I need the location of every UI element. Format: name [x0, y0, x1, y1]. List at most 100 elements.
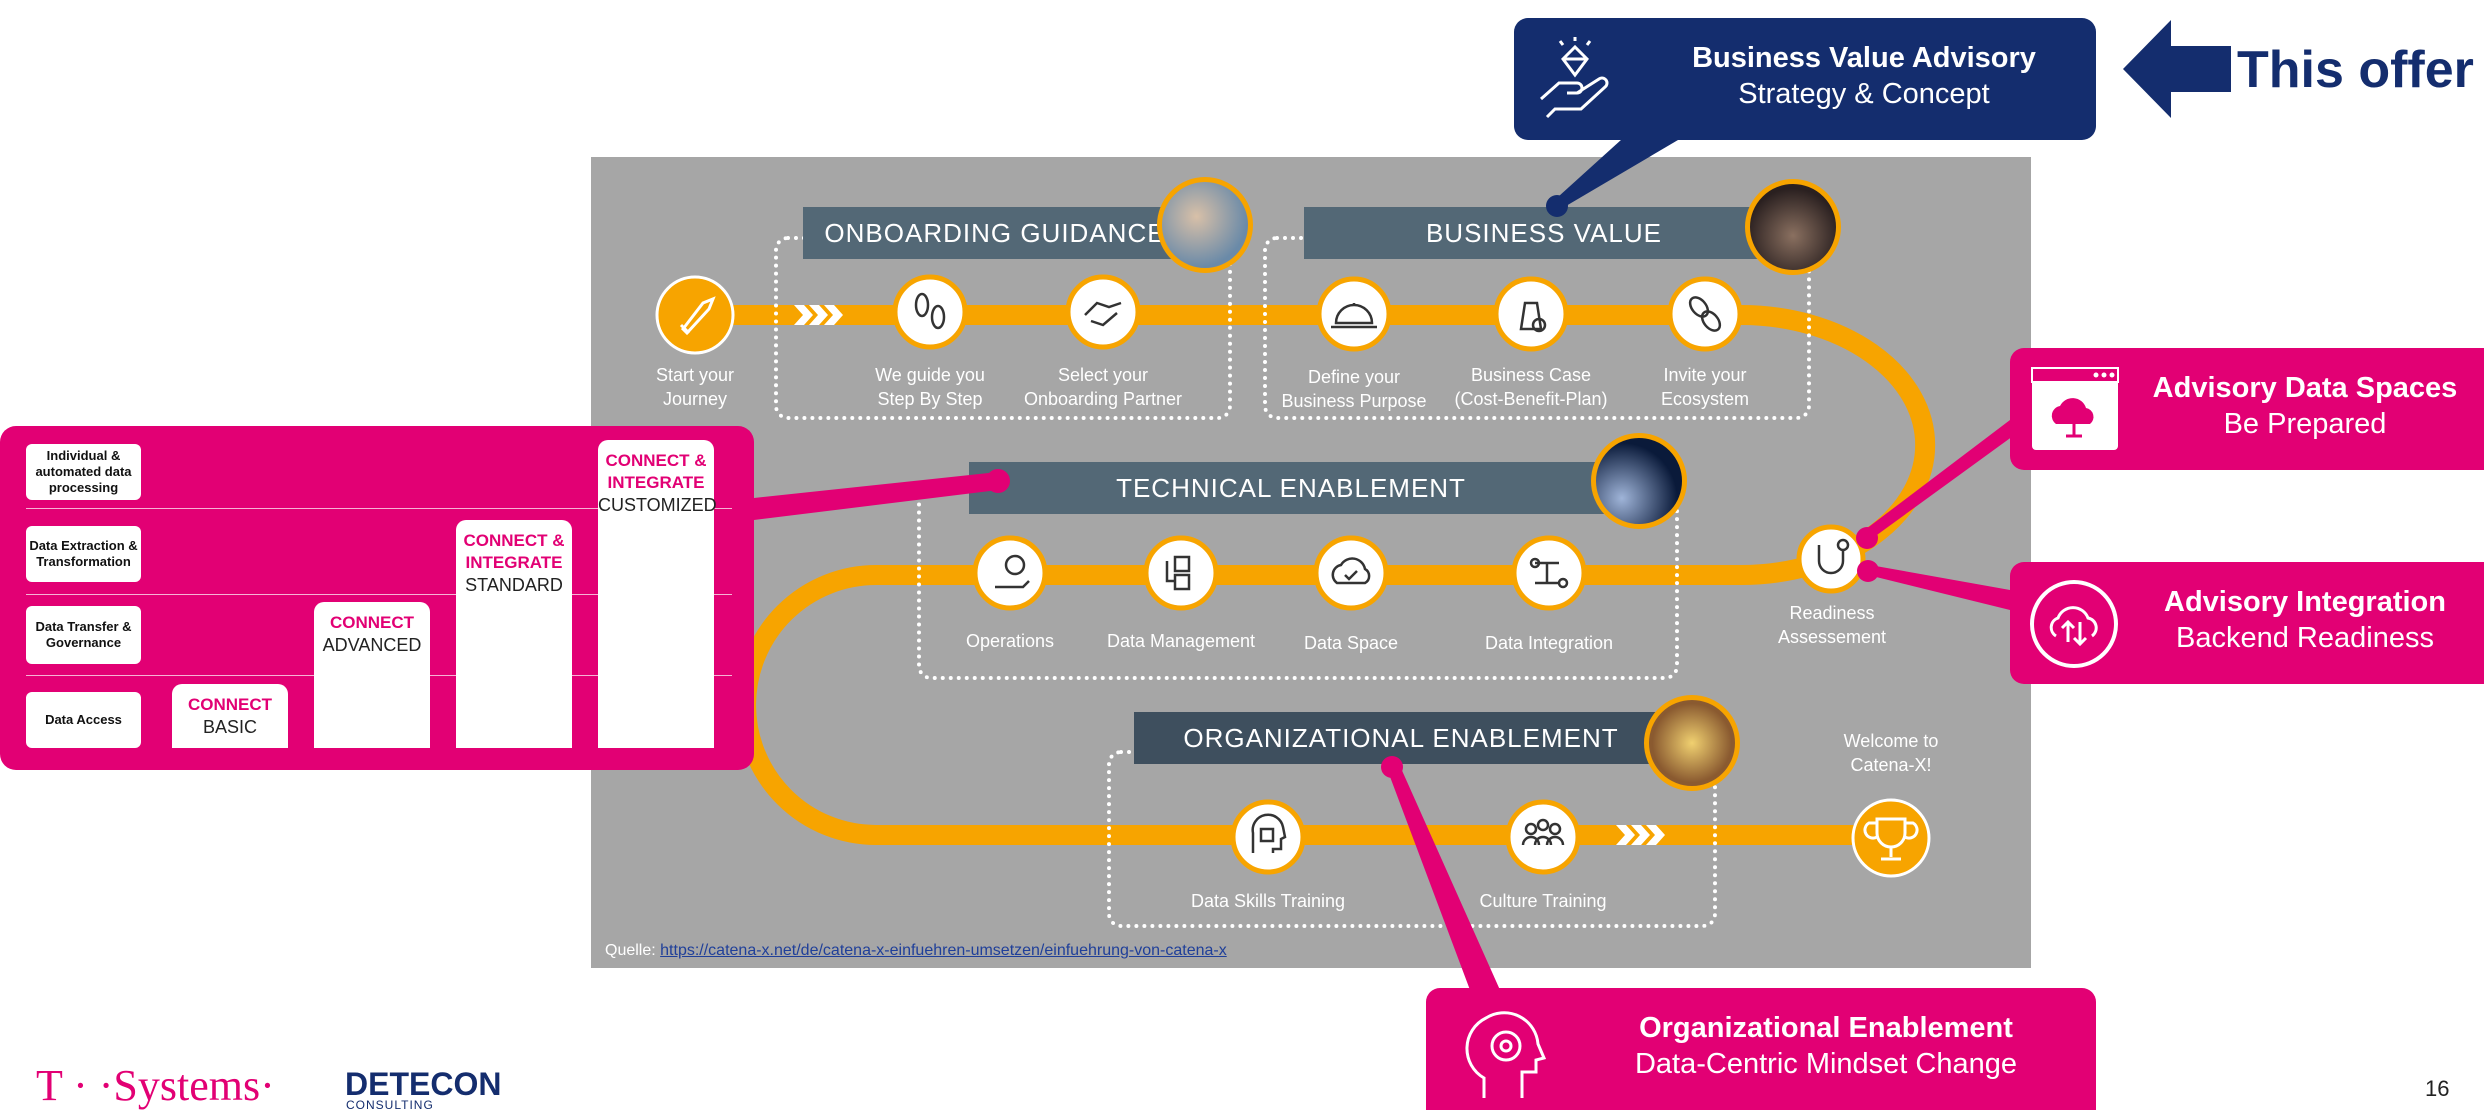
data-flow-icon	[1529, 557, 1569, 589]
gear-hand-icon	[995, 554, 1030, 589]
callout-subtitle: Data-Centric Mindset Change	[1634, 1048, 2017, 1080]
stop-guide	[892, 274, 968, 350]
section-technical-enablement: TECHNICAL ENABLEMENT	[969, 462, 1613, 514]
offer-label: This offer	[2237, 41, 2474, 99]
cloche-icon	[1331, 303, 1377, 329]
connector-business-value	[1548, 130, 1695, 206]
cloud-upload-download-icon	[2028, 578, 2120, 670]
label-data-space: Data Space	[1303, 633, 1399, 653]
arrow-left-icon	[2123, 20, 2231, 118]
label-welcome: Welcome to Catena-X!	[1843, 731, 1939, 775]
label-business-case: Business Case (Cost-Benefit-Plan)	[1454, 365, 1608, 409]
label-readiness-assessment: Readiness Assessement	[1777, 603, 1887, 647]
section-business-value: BUSINESS VALUE	[1304, 207, 1784, 259]
row-data-access: Data Access	[26, 692, 141, 748]
stair-title: CONNECT & INTEGRATE	[605, 451, 707, 492]
dot-organizational	[1381, 756, 1403, 778]
offer-pointer	[2123, 20, 2231, 123]
chess-knight-icon	[1519, 301, 1547, 333]
stair-title: CONNECT & INTEGRATE	[463, 531, 565, 572]
head-gear-icon	[1456, 1004, 1552, 1100]
stair-title: CONNECT	[187, 695, 273, 714]
stop-ecosystem	[1667, 276, 1743, 352]
row-data-extraction: Data Extraction & Transformation	[26, 526, 141, 582]
stop-partner	[1065, 274, 1141, 350]
row-divider	[26, 594, 732, 595]
callout-subtitle: Be Prepared	[2223, 408, 2387, 440]
dot-technical	[986, 469, 1010, 493]
section-organizational-enablement: ORGANIZATIONAL ENABLEMENT	[1134, 712, 1668, 764]
label-we-guide-you: We guide you Step By Step	[875, 365, 985, 409]
stop-data-integration	[1511, 535, 1587, 611]
chevrons-top	[794, 305, 843, 325]
stair-level: STANDARD	[465, 575, 563, 595]
label-data-integration: Data Integration	[1484, 633, 1614, 653]
stop-purpose	[1316, 276, 1392, 352]
group-people-icon	[1521, 818, 1565, 846]
callout-advisory-data-spaces: Advisory Data Spaces Be Prepared	[2010, 348, 2484, 470]
head-qr-icon	[1251, 813, 1287, 853]
stethoscope-icon	[1817, 538, 1850, 575]
stair-level: CUSTOMIZED	[598, 495, 717, 515]
source-line: Quelle: https://catena-x.net/de/catena-x…	[605, 942, 1227, 960]
link-icon	[1688, 296, 1722, 332]
stop-case	[1493, 276, 1569, 352]
source-prefix: Quelle:	[605, 942, 656, 959]
detecon-logo: DETECON	[345, 1066, 502, 1102]
cloud-check-icon	[1331, 557, 1371, 585]
teamwork-photo	[1157, 177, 1253, 273]
rocket-photo	[1591, 433, 1687, 529]
callout-title: Advisory Integration	[2164, 586, 2446, 618]
stair-connect-integrate-standard: CONNECT & INTEGRATE STANDARD	[456, 520, 572, 748]
page-number: 16	[2425, 1076, 2450, 1101]
trophy-icon	[1863, 817, 1919, 861]
connector-technical	[754, 472, 998, 520]
label-operations: Operations	[965, 631, 1055, 651]
journey-road	[655, 274, 1936, 878]
handshake-icon	[1084, 301, 1122, 327]
callout-advisory-integration: Advisory Integration Backend Readiness	[2010, 562, 2484, 684]
hand-diamond-icon	[1528, 32, 1624, 128]
stair-connect-integrate-customized: CONNECT & INTEGRATE CUSTOMIZED	[598, 440, 717, 748]
chevrons-bottom	[1616, 825, 1665, 845]
callout-subtitle: Strategy & Concept	[1738, 78, 1990, 110]
catena-x-journey-map: ONBOARDING GUIDANCE BUSINESS VALUE TECHN…	[591, 157, 2031, 968]
dot-business-value	[1546, 195, 1568, 217]
label-data-skills: Data Skills Training	[1190, 891, 1346, 911]
dot-data-spaces	[1856, 527, 1878, 549]
callout-business-value-advisory: Business Value Advisory Strategy & Conce…	[1514, 18, 2096, 140]
label-start-journey: Start your Journey	[655, 365, 735, 409]
callout-title: Advisory Data Spaces	[2152, 372, 2458, 404]
source-link[interactable]: https://catena-x.net/de/catena-x-einfueh…	[660, 942, 1227, 959]
callout-title: Business Value Advisory	[1692, 42, 2036, 74]
label-define-purpose: Define your Business Purpose	[1281, 367, 1427, 411]
detecon-subtitle: CONSULTING	[346, 1098, 434, 1112]
row-divider	[26, 508, 732, 509]
callout-subtitle: Backend Readiness	[2176, 622, 2434, 654]
stop-skills	[1230, 799, 1306, 875]
row-individual-processing: Individual & automated data processing	[26, 444, 141, 500]
callout-organizational-enablement: Organizational Enablement Data-Centric M…	[1426, 988, 2096, 1110]
stair-connect-basic: CONNECT BASIC	[172, 684, 288, 748]
stair-level: ADVANCED	[322, 635, 422, 655]
stair-connect-advanced: CONNECT ADVANCED	[314, 602, 430, 748]
stair-title: CONNECT	[329, 613, 415, 632]
label-invite-ecosystem: Invite your Ecosystem	[1660, 365, 1750, 409]
stop-data-management	[1143, 535, 1219, 611]
label-data-management: Data Management	[1106, 631, 1256, 651]
laptop-photo	[1745, 179, 1841, 275]
stair-level: BASIC	[202, 717, 258, 737]
dot-integration	[1857, 560, 1879, 582]
connect-levels-panel: Individual & automated data processing D…	[0, 426, 754, 770]
rocket-icon	[679, 296, 716, 336]
t-systems-logo: T · ·Systems·	[36, 1061, 275, 1110]
footprints-icon	[914, 292, 946, 330]
hands-photo	[1644, 695, 1740, 791]
section-onboarding-guidance: ONBOARDING GUIDANCE	[803, 207, 1187, 259]
connector-data-spaces	[1862, 420, 2035, 540]
connector-integration	[1868, 565, 2010, 610]
cloud-browser-icon	[2030, 366, 2120, 452]
connector-organizational	[1386, 766, 1500, 990]
documents-icon	[1165, 555, 1191, 591]
